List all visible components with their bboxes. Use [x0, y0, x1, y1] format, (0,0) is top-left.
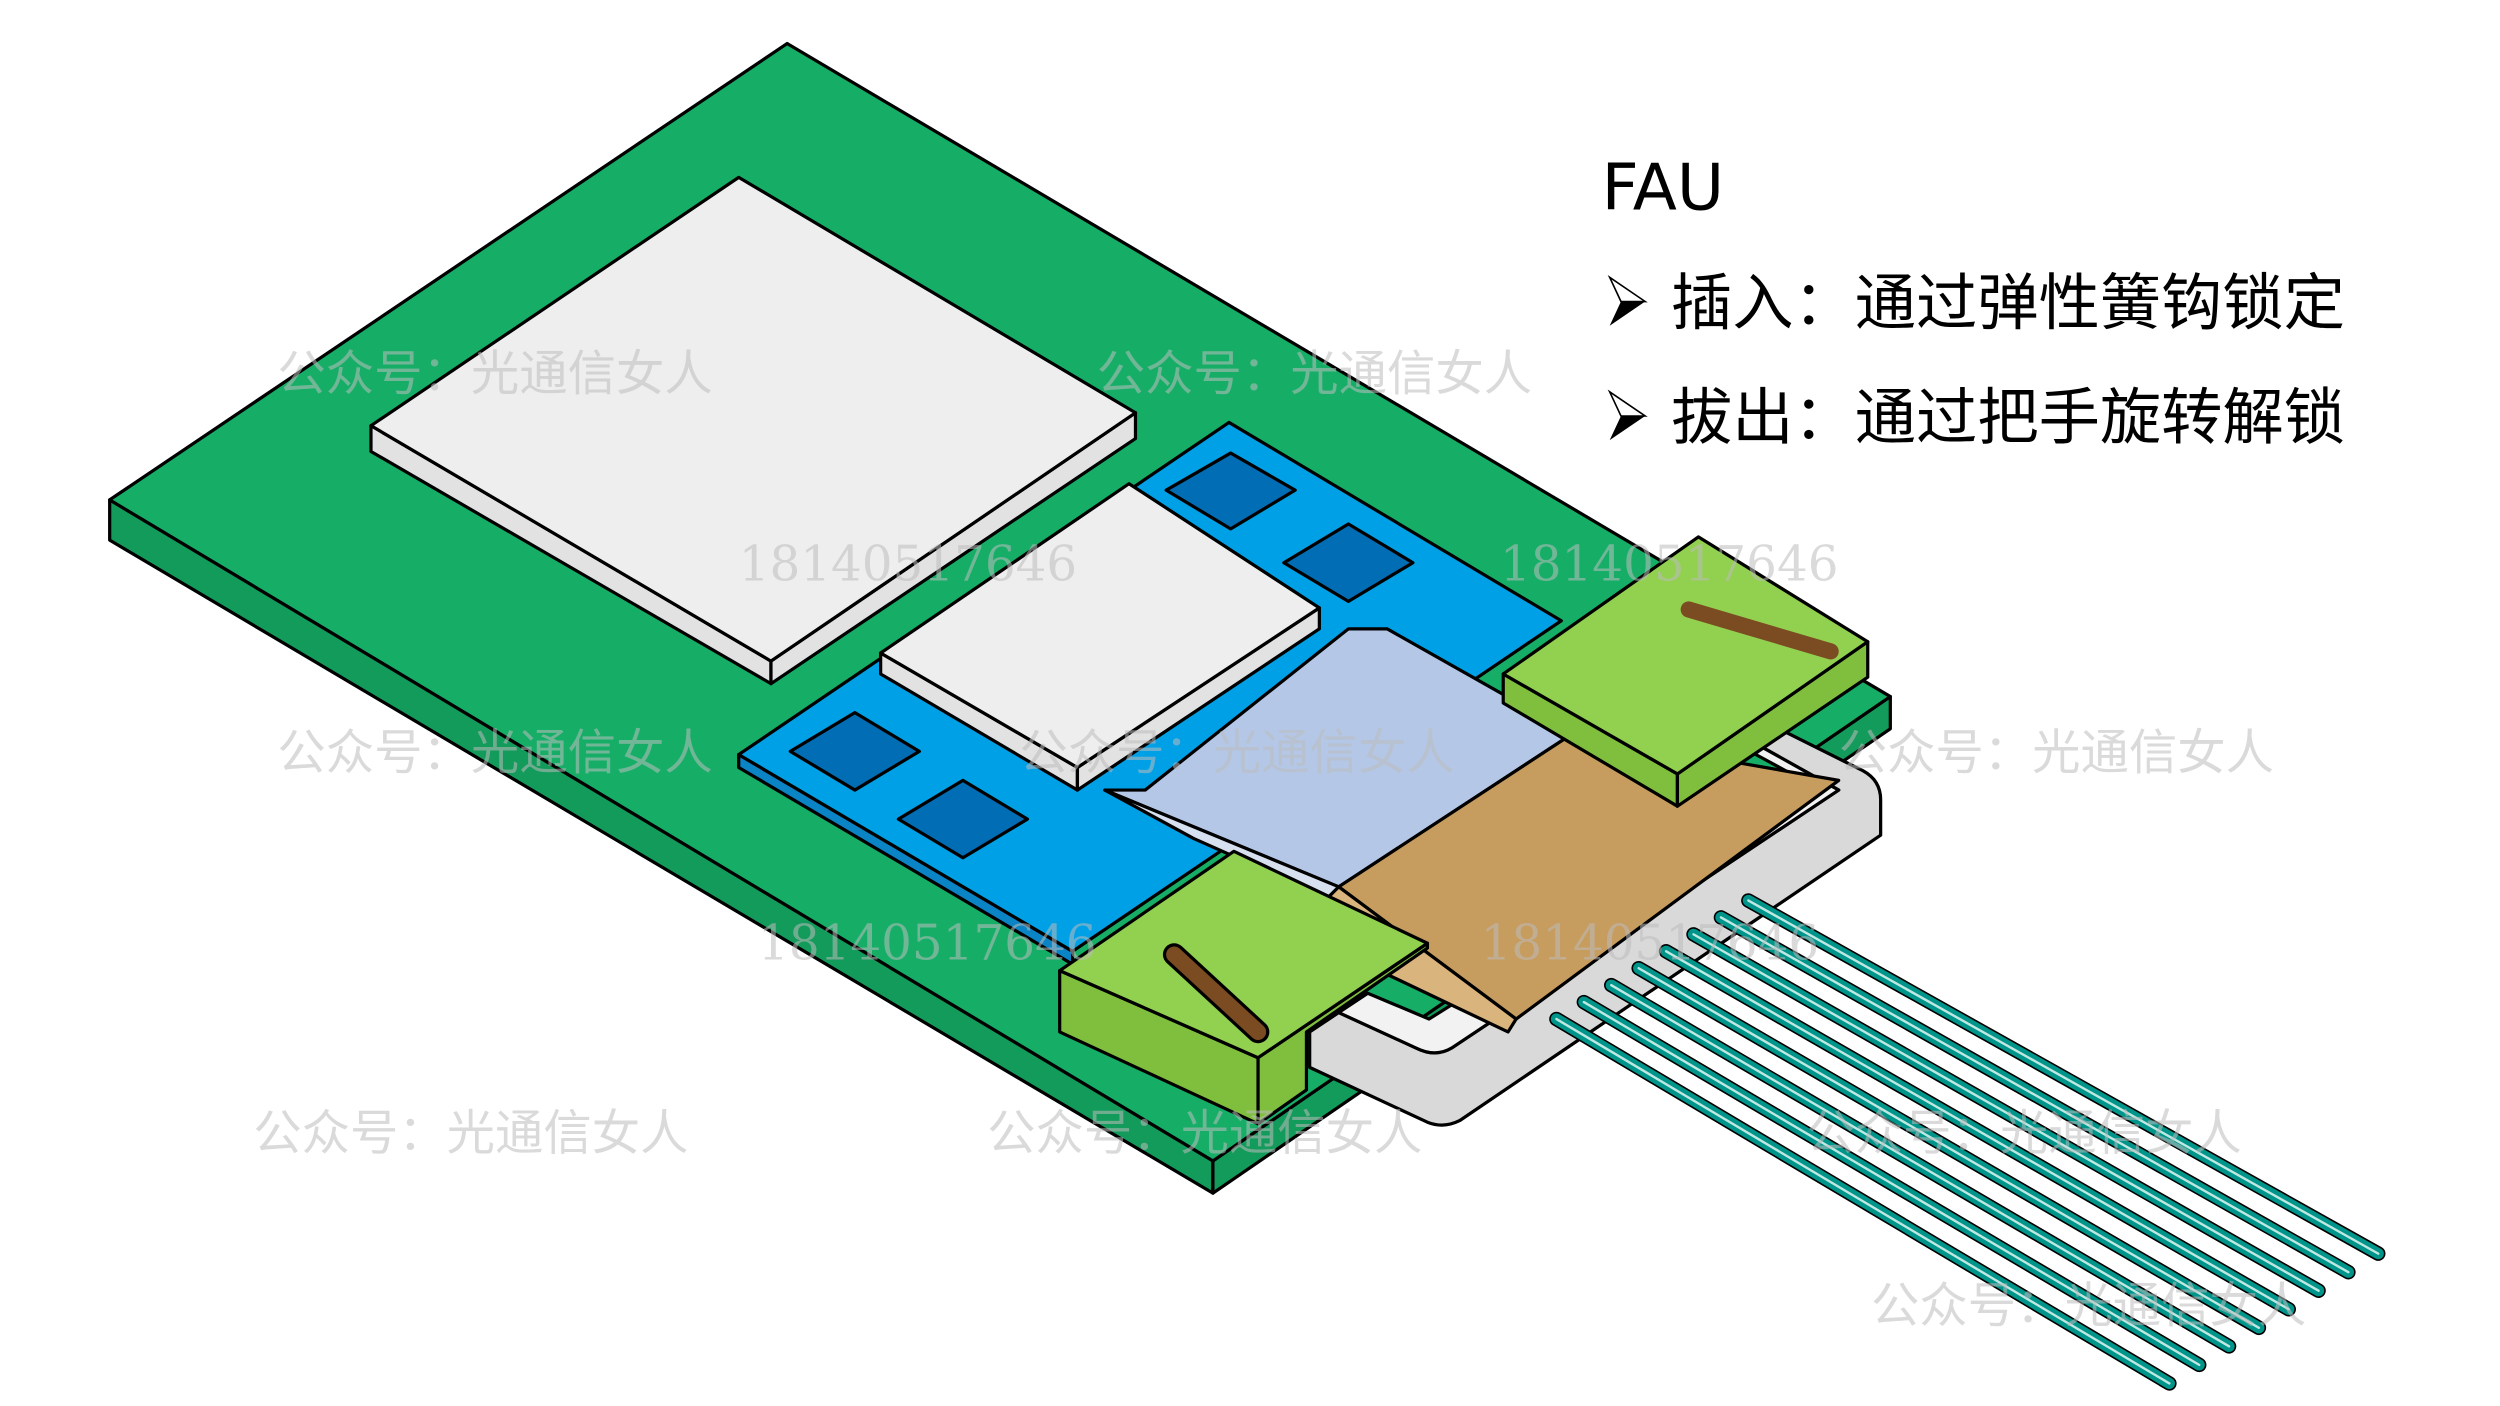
watermarks: 公众号：光通信女人 公众号：光通信女人 公众号：光通信女人 公众号：光通信女人 …: [253, 346, 2306, 1334]
large-heatsink: [369, 175, 1138, 686]
fau-frame: [1308, 720, 1883, 1127]
optical-fiber: [1719, 916, 2350, 1274]
watermark-account: 公众号：光通信女人: [253, 1106, 688, 1162]
bullet-text: 插入：通过弹性簧钩锁定: [1671, 268, 2345, 339]
optical-fiber: [1555, 1017, 2171, 1385]
optical-fiber: [1610, 983, 2231, 1348]
watermark-account: 公众号：光通信女人: [987, 1106, 1422, 1162]
watermark-phone: 18140517646: [1481, 915, 1820, 971]
watermark-phone: 18140517646: [758, 915, 1097, 971]
right-clip: [1501, 535, 1870, 808]
small-heatsink: [879, 482, 1321, 792]
left-handle: [1166, 946, 1267, 1040]
left-clip: [1058, 849, 1430, 1126]
optical-fiber: [1637, 967, 2261, 1330]
watermark-account: 公众号：光通信女人: [1839, 725, 2274, 781]
pad: [788, 711, 921, 792]
watermark-account: 公众号：光通信女人: [1097, 346, 1532, 402]
watermark-account: 公众号：光通信女人: [1871, 1278, 2306, 1334]
bullet-2: 拔出：通过把手旋转解锁: [1607, 383, 2345, 454]
watermark-phone: 18140517646: [739, 536, 1078, 592]
optical-fiber: [1692, 933, 2320, 1292]
bullet-text: 拔出：通过把手旋转解锁: [1671, 383, 2345, 454]
watermark-account: 公众号：光通信女人: [1019, 725, 1454, 781]
pad: [1282, 522, 1415, 604]
watermark-account: 公众号：光通信女人: [1806, 1106, 2241, 1162]
optical-fiber: [1664, 950, 2290, 1311]
optical-fiber: [1582, 1000, 2201, 1367]
optical-fiber: [1747, 899, 2380, 1255]
fiber-ribbon: [1549, 893, 2386, 1391]
pad: [1164, 451, 1297, 531]
watermark-phone: 18140517646: [1500, 536, 1839, 592]
diagram-title: FAU: [1602, 151, 1725, 226]
watermark-account: 公众号：光通信女人: [277, 346, 712, 402]
bullet-1: 插入：通过弹性簧钩锁定: [1607, 268, 2345, 339]
watermark-account: 公众号：光通信女人: [277, 725, 712, 781]
pad: [896, 778, 1030, 860]
